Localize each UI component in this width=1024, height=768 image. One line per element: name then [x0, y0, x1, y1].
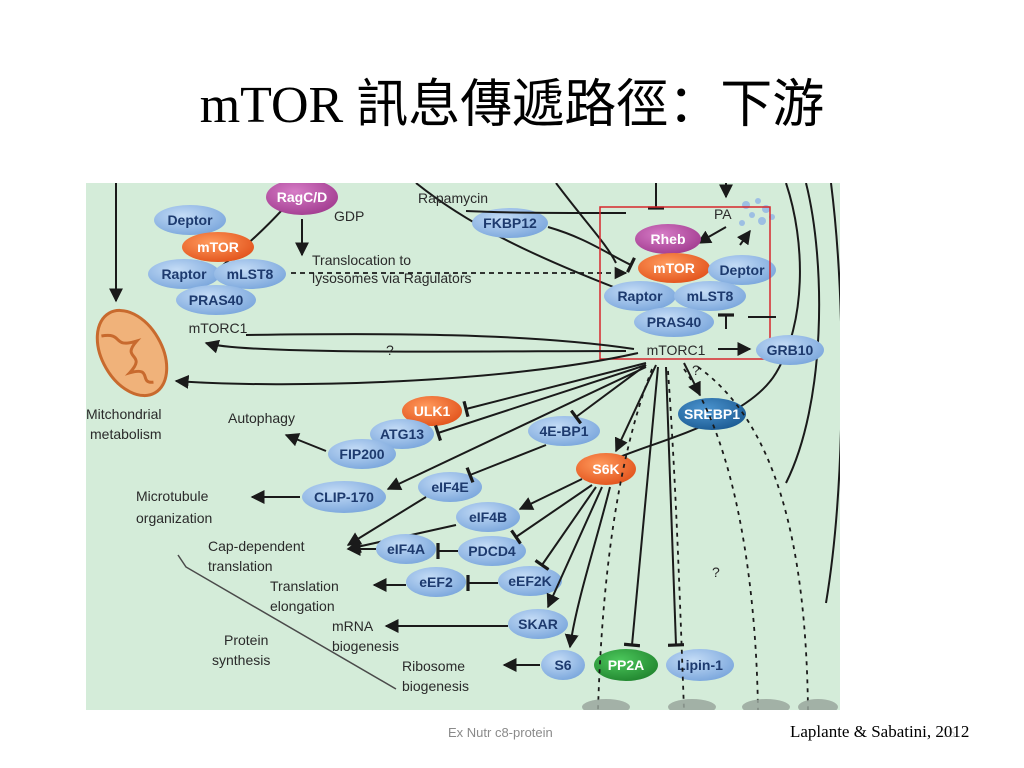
deptor-left-label: Deptor: [167, 212, 213, 228]
mtorc1-right-label: mTORC1: [647, 342, 706, 358]
s6-label: S6: [554, 657, 571, 673]
ulk1-label: ULK1: [414, 403, 451, 419]
highlight-box: [599, 206, 771, 360]
translocation-label: Translocation to: [312, 252, 411, 268]
mlst8-right-label: mLST8: [687, 288, 734, 304]
deptor-right-label: Deptor: [719, 262, 765, 278]
raptor-right-label: Raptor: [617, 288, 663, 304]
mlst8-left-label: mLST8: [227, 266, 274, 282]
footer-text: Ex Nutr c8-protein: [448, 725, 553, 740]
eif4e-label: eIF4E: [431, 479, 468, 495]
fkbp12-label: FKBP12: [483, 215, 537, 231]
clip170-label: CLIP-170: [314, 489, 374, 505]
pras40-right-label: PRAS40: [647, 314, 702, 330]
lipin1-label: Lipin-1: [677, 657, 723, 673]
4ebp1-label: 4E-BP1: [539, 423, 588, 439]
mito-label-2: metabolism: [90, 426, 162, 442]
autophagy-label: Autophagy: [228, 410, 295, 426]
eef2-label: eEF2: [419, 574, 453, 590]
right-mtorc1-complex: Rheb mTOR Deptor Raptor mLST8 PRAS40 mTO…: [604, 224, 776, 358]
left-mtorc1-complex: Deptor mTOR Raptor mLST8 PRAS40 mTORC1: [148, 205, 286, 336]
cap-label-2: translation: [208, 558, 273, 574]
raptor-left-label: Raptor: [161, 266, 207, 282]
skar-label: SKAR: [518, 616, 558, 632]
mrna-label: mRNA: [332, 618, 374, 634]
bottom-effector-shapes: [582, 699, 838, 710]
mtorc1-left-label: mTORC1: [189, 320, 248, 336]
elongation-label: Translation: [270, 578, 339, 594]
question-mark-1: ?: [386, 342, 394, 358]
microtubule-label: Microtubule: [136, 488, 209, 504]
fip200-label: FIP200: [339, 446, 384, 462]
srebp1-label: SREBP1: [684, 406, 740, 422]
microtubule-label-2: organization: [136, 510, 212, 526]
mrna-label-2: biogenesis: [332, 638, 399, 654]
rheb-label: Rheb: [651, 231, 686, 247]
s6k-label: S6K: [592, 461, 619, 477]
question-mark-3: ?: [712, 564, 720, 580]
pdcd4-label: PDCD4: [468, 543, 516, 559]
mtor-right-label: mTOR: [653, 260, 695, 276]
mitochondrion-icon: [95, 308, 169, 398]
eef2k-label: eEF2K: [508, 573, 552, 589]
pp2a-label: PP2A: [608, 657, 645, 673]
pa-label: PA: [714, 206, 732, 222]
slide-title: mTOR 訊息傳遞路徑：下游: [199, 77, 825, 134]
atg13-label: ATG13: [380, 426, 424, 442]
protein-synthesis-label: Protein: [224, 632, 268, 648]
elongation-label-2: elongation: [270, 598, 335, 614]
gdp-label: GDP: [334, 208, 364, 224]
mito-label: Mitchondrial: [86, 406, 161, 422]
protein-synthesis-label-2: synthesis: [212, 652, 270, 668]
mtor-pathway-diagram: Deptor mTOR Raptor mLST8 PRAS40 mTORC1 R…: [86, 183, 840, 710]
ribosome-label-2: biogenesis: [402, 678, 469, 694]
eif4b-label: eIF4B: [469, 509, 507, 525]
citation: Laplante & Sabatini, 2012: [790, 722, 970, 741]
eif4a-label: eIF4A: [387, 541, 425, 557]
mtor-left-label: mTOR: [197, 239, 239, 255]
question-mark-2: ?: [692, 362, 700, 378]
rapamycin-label: Rapamycin: [418, 190, 488, 206]
cap-label: Cap-dependent: [208, 538, 305, 554]
ragc-d-label: RagC/D: [277, 189, 328, 205]
ribosome-label: Ribosome: [402, 658, 465, 674]
pras40-left-label: PRAS40: [189, 292, 244, 308]
grb10-label: GRB10: [767, 342, 814, 358]
page-number: 15: [942, 726, 956, 740]
translocation-label-2: lysosomes via Ragulators: [312, 270, 472, 286]
